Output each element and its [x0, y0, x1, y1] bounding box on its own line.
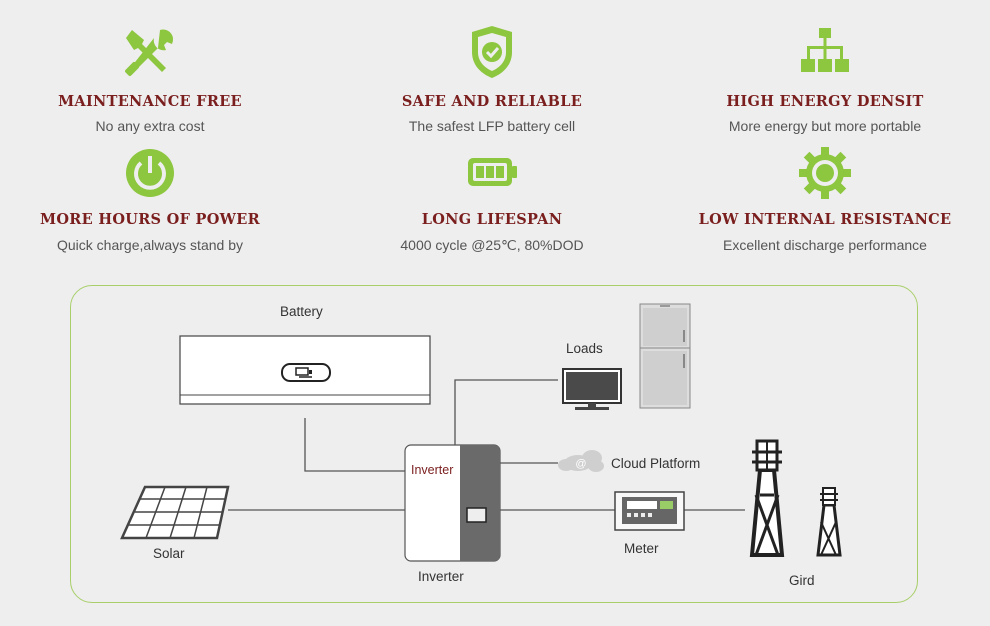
grid-label: Gird	[789, 573, 815, 588]
feature-description: Excellent discharge performance	[723, 237, 927, 253]
feature-title: HIGH ENERGY DENSIT	[726, 93, 924, 110]
shield-check-icon	[472, 26, 512, 78]
feature-title: LONG LIFESPAN	[421, 211, 563, 228]
cloud-platform-label: Cloud Platform	[611, 456, 701, 471]
loads-label: Loads	[566, 341, 603, 356]
inverter-inner-label: Inverter	[411, 463, 454, 477]
feature-description: More energy but more portable	[728, 118, 922, 134]
feature-description: Quick charge,always stand by	[57, 237, 243, 253]
gear-icon	[799, 147, 851, 199]
cloud-symbol: @	[575, 458, 586, 470]
monitor-icon	[562, 368, 622, 410]
connection-lines	[228, 379, 745, 511]
inverter-loads-line	[454, 379, 558, 445]
meter-label: Meter	[624, 541, 659, 556]
system-diagram-frame	[70, 285, 918, 603]
power-icon	[126, 149, 174, 197]
feature-title: MORE HOURS OF POWER	[40, 211, 260, 228]
battery-icon	[468, 158, 517, 186]
feature-description: 4000 cycle @25℃, 80%DOD	[400, 237, 584, 253]
feature-title: LOW INTERNAL RESISTANCE	[698, 211, 952, 228]
battery-inverter-line	[304, 418, 405, 472]
hierarchy-icon	[801, 28, 849, 72]
inverter-unit	[404, 444, 501, 562]
meter-icon	[614, 491, 685, 531]
cloud-icon: @	[558, 450, 604, 472]
tools-icon	[125, 29, 174, 76]
solar-panel-icon	[120, 485, 230, 540]
grid-tower-icon	[749, 439, 842, 557]
inverter-label: Inverter	[418, 569, 464, 584]
feature-title: SAFE AND RELIABLE	[401, 93, 583, 110]
refrigerator-icon	[639, 303, 691, 409]
solar-label: Solar	[153, 546, 185, 561]
battery-label: Battery	[280, 304, 323, 319]
feature-title: MAINTENANCE FREE	[58, 93, 242, 110]
feature-description: No any extra cost	[95, 118, 205, 134]
feature-description: The safest LFP battery cell	[408, 118, 576, 134]
battery-unit	[179, 335, 431, 405]
